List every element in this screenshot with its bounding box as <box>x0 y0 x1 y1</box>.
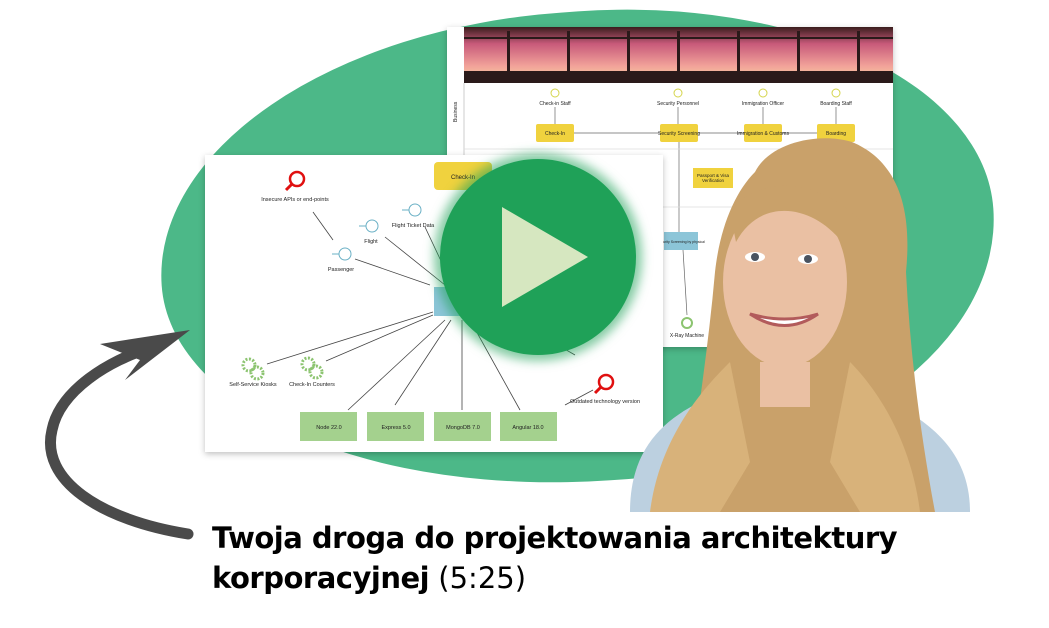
device-check-in-counters: Check-In Counters <box>289 356 335 388</box>
curved-arrow-icon <box>45 330 194 540</box>
video-caption[interactable]: Twoja droga do projektowania architektur… <box>212 518 932 598</box>
svg-text:Self-Service Kiosks: Self-Service Kiosks <box>229 382 277 388</box>
process-security-screening: Security Screening <box>658 131 700 137</box>
svg-text:Angular 18.0: Angular 18.0 <box>512 425 543 431</box>
xray-machine-device: X-Ray Machine <box>670 317 704 339</box>
risk-outdated-technology: Outdated technology version <box>570 373 640 405</box>
svg-text:Check-in Staff: Check-in Staff <box>539 101 571 107</box>
svg-text:Outdated technology version: Outdated technology version <box>570 399 640 405</box>
tech-node: Node 22.0 <box>300 412 357 441</box>
object-flight: Flight <box>364 239 378 245</box>
actor-check-in-staff: Check-in Staff <box>539 88 571 107</box>
video-duration: (5:25) <box>438 561 527 595</box>
svg-text:Node 22.0: Node 22.0 <box>316 425 341 431</box>
video-title[interactable]: Twoja droga do projektowania architektur… <box>212 521 898 595</box>
screening-box: Security Screening by physical <box>657 240 705 244</box>
lane-label: Business <box>453 101 459 122</box>
actor-boarding-staff: Boarding Staff <box>820 88 852 107</box>
tech-express: Express 5.0 <box>367 412 424 441</box>
risk-insecure-apis: Insecure APIs or end-points <box>261 170 329 203</box>
actor-security-personnel: Security Personnel <box>657 88 699 107</box>
svg-text:Check-In: Check-In <box>451 175 475 181</box>
svg-text:Immigration Officer: Immigration Officer <box>742 101 784 107</box>
actor-immigration-officer: Immigration Officer <box>742 88 784 107</box>
object-flight-ticket-data-icon <box>402 203 422 217</box>
tech-mongodb: MongoDB 7.0 <box>434 412 491 441</box>
presenter-photo <box>590 132 1000 512</box>
svg-text:Check-In Counters: Check-In Counters <box>289 382 335 388</box>
process-immigration: Immigration & Customs <box>737 131 789 137</box>
svg-text:Express 5.0: Express 5.0 <box>381 425 410 431</box>
passport-verification-box: Passport & Visa Verification <box>693 168 733 188</box>
svg-text:Insecure APIs or end-points: Insecure APIs or end-points <box>261 197 329 203</box>
svg-text:X-Ray Machine: X-Ray Machine <box>670 333 704 339</box>
device-self-service-kiosks: Self-Service Kiosks <box>229 357 277 388</box>
play-icon <box>502 207 588 307</box>
svg-text:Security Personnel: Security Personnel <box>657 101 699 107</box>
svg-text:MongoDB 7.0: MongoDB 7.0 <box>446 425 480 431</box>
play-video-button[interactable] <box>440 159 636 355</box>
object-passenger-icon <box>332 247 352 261</box>
object-passenger: Passenger <box>328 267 354 273</box>
process-boarding: Boarding <box>826 131 846 137</box>
process-check-in: Check-In <box>545 131 565 137</box>
object-flight-ticket-data: Flight Ticket Data <box>392 223 435 229</box>
tech-angular: Angular 18.0 <box>500 412 557 441</box>
object-flight-icon <box>359 219 379 233</box>
svg-text:Boarding Staff: Boarding Staff <box>820 101 852 107</box>
